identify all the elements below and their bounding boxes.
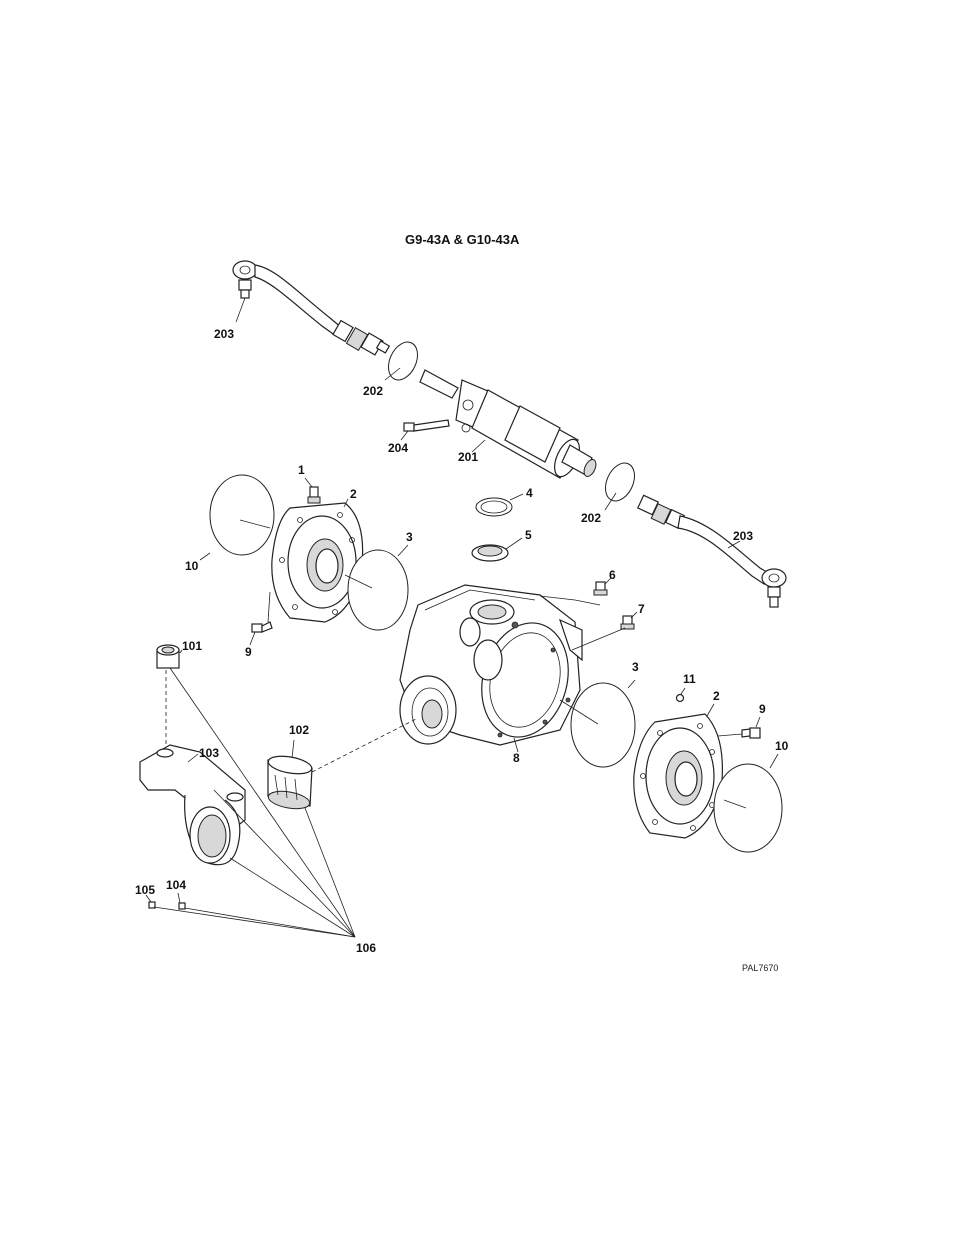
callout-103: 103	[199, 746, 219, 760]
fitting-11	[675, 693, 685, 703]
diagram-title: G9-43A & G10-43A	[405, 232, 520, 247]
bolt-204	[403, 419, 450, 432]
callout-7: 7	[638, 602, 645, 616]
gasket-3-right	[570, 682, 636, 768]
callout-10-left: 10	[185, 559, 199, 573]
drawing-reference: PAL7670	[742, 963, 778, 973]
callout-203-left: 203	[214, 327, 234, 341]
seal-ring-202-left	[387, 341, 419, 381]
axle-housing-8	[399, 584, 626, 746]
callout-9-right: 9	[759, 702, 766, 716]
grease-fitting-1	[307, 486, 321, 504]
callout-8: 8	[513, 751, 520, 765]
bushing-101	[156, 644, 180, 669]
callout-101: 101	[182, 639, 202, 653]
callout-11: 11	[683, 672, 696, 686]
callout-202-right: 202	[581, 511, 601, 525]
callout-1: 1	[298, 463, 305, 477]
fitting-104	[178, 902, 186, 910]
seal-ring-202-right	[604, 462, 636, 502]
support-103	[139, 744, 246, 866]
gasket-10-right	[713, 763, 783, 853]
tie-rod-right	[636, 494, 787, 608]
callout-2-left: 2	[350, 487, 357, 501]
leaders-106	[153, 667, 356, 938]
callout-106: 106	[356, 941, 376, 955]
callout-203-right: 203	[733, 529, 753, 543]
callout-9-left: 9	[245, 645, 252, 659]
callout-6: 6	[609, 568, 616, 582]
plug-7	[620, 615, 635, 630]
cap-5	[471, 544, 509, 562]
bolt-9-left	[251, 621, 273, 633]
callout-104: 104	[166, 878, 186, 892]
callout-201: 201	[458, 450, 478, 464]
callout-3-right: 3	[632, 660, 639, 674]
callout-202-left: 202	[363, 384, 383, 398]
plug-6	[593, 581, 608, 596]
callout-5: 5	[525, 528, 532, 542]
callout-105: 105	[135, 883, 155, 897]
callout-4: 4	[526, 486, 533, 500]
callout-204: 204	[388, 441, 408, 455]
callout-3-left: 3	[406, 530, 413, 544]
bolt-9-right	[741, 727, 761, 739]
tie-rod-left	[232, 260, 391, 356]
fitting-105	[148, 901, 156, 909]
hub-cover-2-left	[271, 502, 364, 623]
steering-cylinder	[419, 369, 597, 479]
callout-2-right: 2	[713, 689, 720, 703]
gasket-3-left	[347, 549, 409, 631]
callout-10-right: 10	[775, 739, 789, 753]
hub-cover-2-right	[633, 713, 723, 839]
gasket-10-left	[209, 474, 275, 556]
bearing-102	[267, 755, 313, 810]
callout-102: 102	[289, 723, 309, 737]
